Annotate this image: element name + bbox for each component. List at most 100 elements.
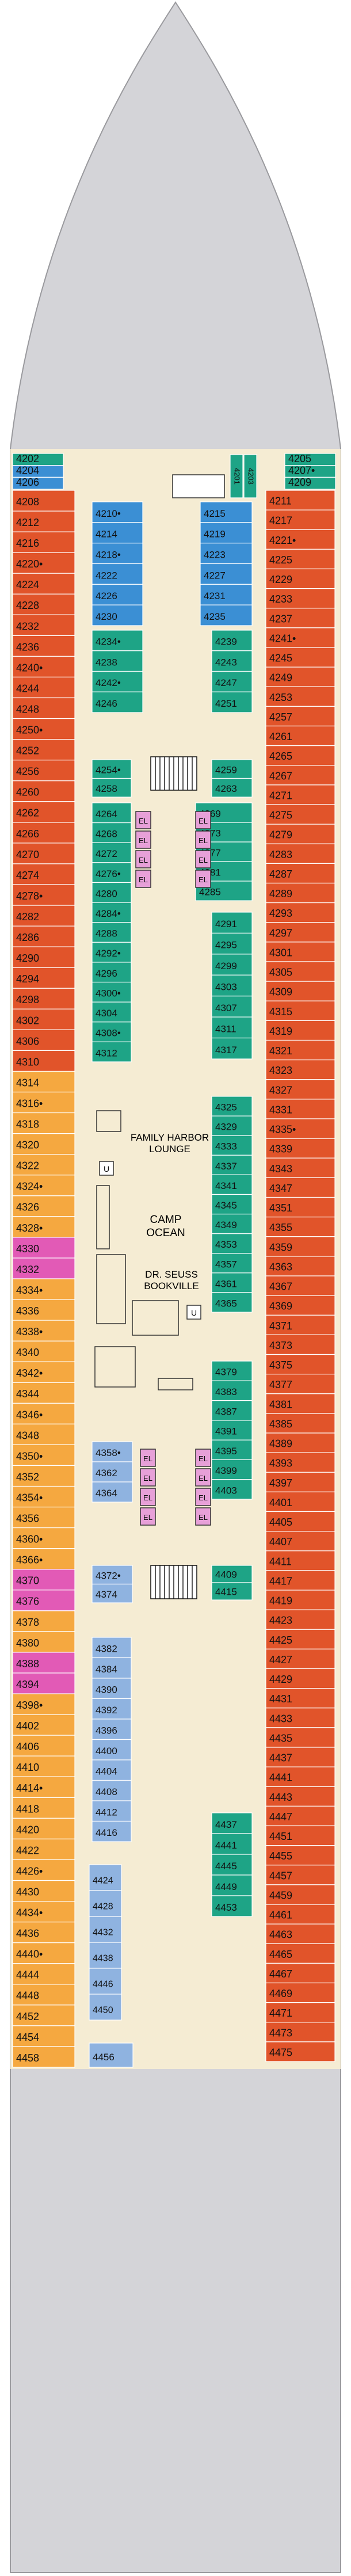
cabin-box[interactable] — [265, 1354, 335, 1375]
cabin-box[interactable] — [12, 697, 75, 719]
cabin-box[interactable] — [12, 1133, 75, 1155]
cabin-4378[interactable]: 4378 — [12, 1610, 75, 1632]
cabin-4229[interactable]: 4229 — [265, 568, 335, 589]
cabin-box[interactable] — [211, 1361, 253, 1381]
cabin-box[interactable] — [265, 1708, 335, 1728]
cabin-box[interactable] — [265, 1550, 335, 1571]
cabin-box[interactable] — [12, 1278, 75, 1300]
cabin-box[interactable] — [265, 745, 335, 766]
cabin-box[interactable] — [89, 1968, 122, 1995]
cabin-4312[interactable]: 4312 — [91, 1041, 132, 1062]
cabin-4299[interactable]: 4299 — [211, 954, 253, 975]
cabin-box[interactable] — [91, 862, 132, 883]
cabin-4336[interactable]: 4336 — [12, 1299, 75, 1321]
cabin-4333[interactable]: 4333 — [211, 1135, 253, 1156]
cabin-4203[interactable]: 4203 — [243, 454, 257, 498]
cabin-4436[interactable]: 4436 — [12, 1922, 75, 1944]
cabin-4366[interactable]: 4366• — [12, 1548, 75, 1570]
cabin-4217[interactable]: 4217 — [265, 509, 335, 530]
cabin-box[interactable] — [12, 2025, 75, 2047]
cabin-box[interactable] — [12, 1029, 75, 1051]
cabin-4393[interactable]: 4393 — [265, 1452, 335, 1473]
cabin-4415[interactable]: 4415 — [211, 1582, 253, 1601]
cabin-4275[interactable]: 4275 — [265, 804, 335, 825]
cabin-box[interactable] — [12, 1237, 75, 1259]
cabin-4264[interactable]: 4264 — [91, 802, 132, 824]
cabin-4320[interactable]: 4320 — [12, 1133, 75, 1155]
cabin-4207[interactable]: 4207• — [284, 465, 336, 478]
cabin-4331[interactable]: 4331 — [265, 1099, 335, 1119]
cabin-box[interactable] — [265, 1432, 335, 1453]
cabin-4449[interactable]: 4449 — [211, 1874, 253, 1896]
cabin-box[interactable] — [91, 501, 143, 523]
cabin-box[interactable] — [91, 962, 132, 983]
cabin-4267[interactable]: 4267 — [265, 765, 335, 786]
cabin-4284[interactable]: 4284• — [91, 902, 132, 923]
cabin-box[interactable] — [12, 2046, 75, 2068]
cabin-4243[interactable]: 4243 — [211, 650, 253, 672]
cabin-4332[interactable]: 4332 — [12, 1257, 75, 1279]
cabin-4417[interactable]: 4417 — [265, 1570, 335, 1591]
cabin-box[interactable] — [12, 552, 75, 574]
cabin-box[interactable] — [211, 1854, 253, 1876]
cabin-4450[interactable]: 4450 — [89, 1994, 122, 2021]
cabin-4390[interactable]: 4390 — [91, 1678, 132, 1699]
cabin-box[interactable] — [265, 1904, 335, 1925]
cabin-box[interactable] — [265, 1374, 335, 1394]
cabin-4252[interactable]: 4252 — [12, 739, 75, 761]
cabin-4209[interactable]: 4209 — [284, 477, 336, 490]
cabin-4389[interactable]: 4389 — [265, 1432, 335, 1453]
cabin-box[interactable] — [91, 981, 132, 1003]
cabin-4270[interactable]: 4270 — [12, 843, 75, 864]
cabin-4401[interactable]: 4401 — [265, 1491, 335, 1512]
cabin-box[interactable] — [91, 759, 132, 779]
cabin-4343[interactable]: 4343 — [265, 1157, 335, 1178]
cabin-4202[interactable]: 4202 — [12, 453, 64, 466]
cabin-4223[interactable]: 4223 — [200, 543, 253, 565]
cabin-box[interactable] — [265, 1531, 335, 1552]
cabin-box[interactable] — [12, 1527, 75, 1549]
cabin-4247[interactable]: 4247 — [211, 670, 253, 692]
cabin-box[interactable] — [91, 522, 143, 544]
cabin-box[interactable] — [200, 563, 253, 585]
cabin-4438[interactable]: 4438 — [89, 1942, 122, 1969]
cabin-4345[interactable]: 4345 — [211, 1194, 253, 1215]
cabin-box[interactable] — [12, 1050, 75, 1072]
cabin-box[interactable] — [12, 1195, 75, 1217]
cabin-box[interactable] — [89, 2042, 133, 2068]
cabin-4338[interactable]: 4338• — [12, 1320, 75, 1342]
cabin-box[interactable] — [12, 1506, 75, 1529]
cabin-box[interactable] — [12, 477, 64, 490]
cabin-4455[interactable]: 4455 — [265, 1845, 335, 1866]
cabin-4246[interactable]: 4246 — [91, 691, 143, 713]
cabin-box[interactable] — [265, 942, 335, 962]
cabin-4241[interactable]: 4241• — [265, 627, 335, 648]
cabin-4377[interactable]: 4377 — [265, 1374, 335, 1394]
cabin-box[interactable] — [211, 1565, 253, 1583]
cabin-4359[interactable]: 4359 — [265, 1236, 335, 1257]
cabin-4219[interactable]: 4219 — [200, 522, 253, 544]
cabin-box[interactable] — [265, 1079, 335, 1100]
cabin-4453[interactable]: 4453 — [211, 1895, 253, 1917]
cabin-4311[interactable]: 4311 — [211, 1016, 253, 1039]
cabin-4337[interactable]: 4337 — [211, 1154, 253, 1175]
cabin-4248[interactable]: 4248 — [12, 697, 75, 719]
cabin-box[interactable] — [265, 1609, 335, 1630]
cabin-4350[interactable]: 4350• — [12, 1444, 75, 1466]
cabin-4433[interactable]: 4433 — [265, 1708, 335, 1728]
cabin-4283[interactable]: 4283 — [265, 843, 335, 864]
cabin-4317[interactable]: 4317 — [211, 1037, 253, 1060]
cabin-4426[interactable]: 4426• — [12, 1859, 75, 1881]
cabin-box[interactable] — [265, 1865, 335, 1885]
cabin-box[interactable] — [265, 824, 335, 844]
cabin-box[interactable] — [211, 974, 253, 997]
cabin-box[interactable] — [89, 1942, 122, 1969]
cabin-4325[interactable]: 4325 — [211, 1096, 253, 1116]
cabin-box[interactable] — [12, 1631, 75, 1653]
cabin-box[interactable] — [265, 2022, 335, 2042]
cabin-box[interactable] — [91, 1718, 132, 1740]
cabin-box[interactable] — [12, 1900, 75, 1923]
cabin-4225[interactable]: 4225 — [265, 548, 335, 570]
cabin-box[interactable] — [265, 529, 335, 550]
cabin-4212[interactable]: 4212 — [12, 510, 75, 532]
